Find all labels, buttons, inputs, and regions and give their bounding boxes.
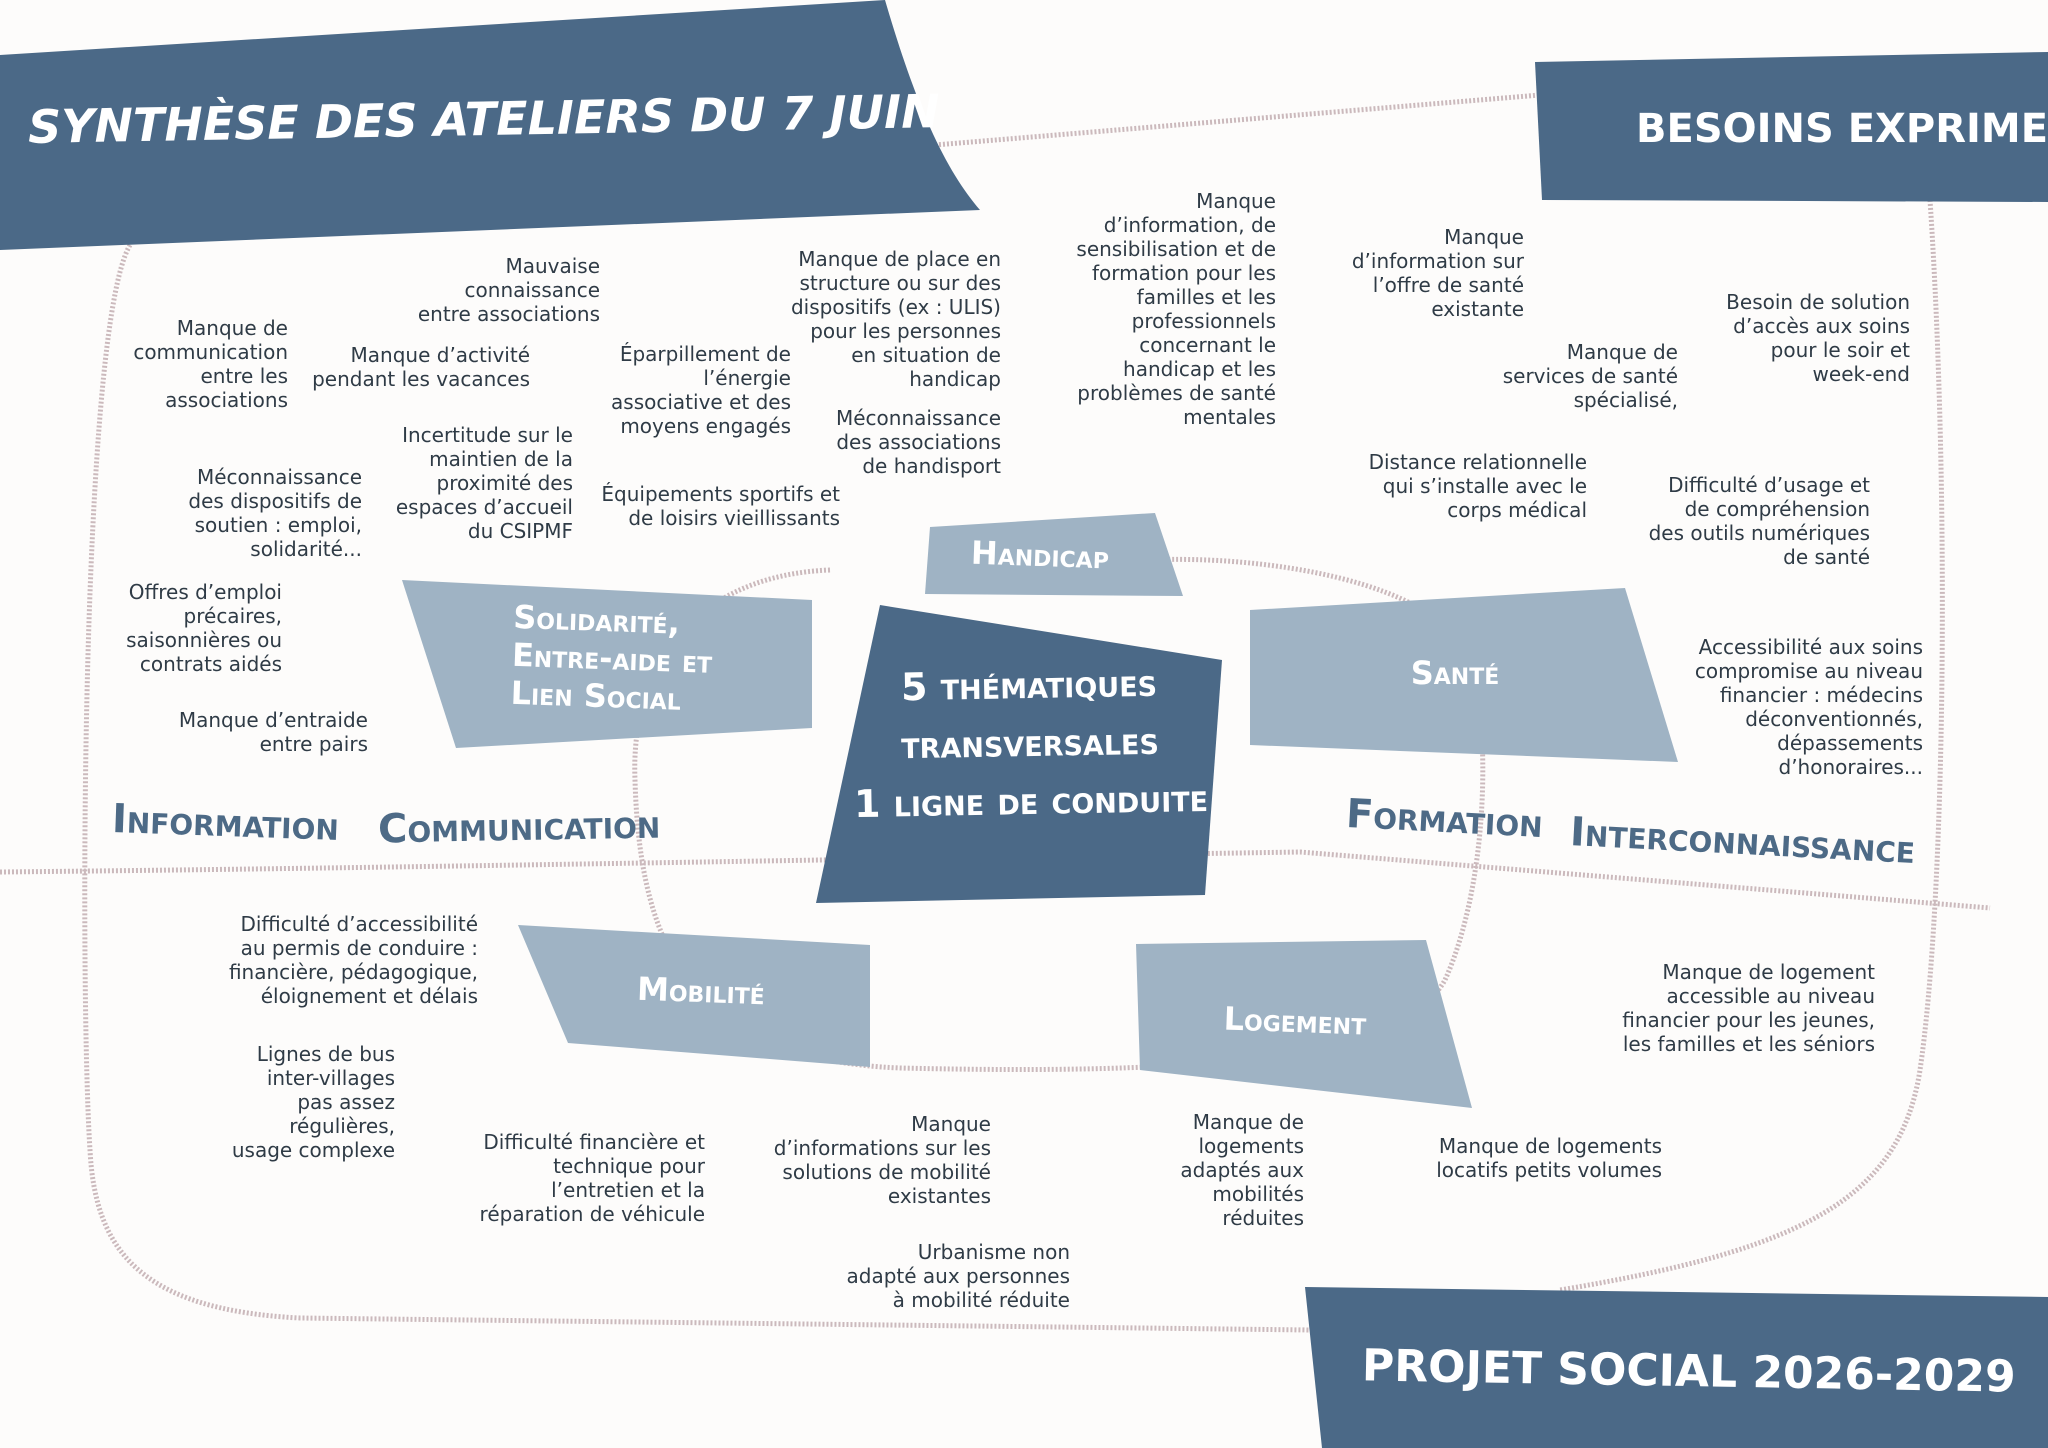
- note-manque-entraide: Manque d’entraide entre pairs: [178, 708, 368, 756]
- mobilite-shape: [518, 925, 870, 1067]
- note-soins-soir: Besoin de solution d’accès aux soins pou…: [1726, 290, 1910, 386]
- center-line-1: 5 thématiques: [900, 660, 1158, 710]
- note-services-specialises: Manque de services de santé spécialisé,: [1502, 340, 1678, 412]
- theme-mobilite: Mobilité: [636, 969, 766, 1013]
- note-equipements: Équipements sportifs et de loisirs vieil…: [601, 482, 840, 530]
- needs-banner: [1535, 52, 2048, 202]
- handicap-shape: [925, 513, 1183, 596]
- theme-sante: Santé: [1410, 654, 1500, 692]
- note-manque-activite: Manque d’activité pendant les vacances: [312, 343, 530, 391]
- project-banner: [1305, 1287, 2048, 1448]
- note-offres-emploi: Offres d’emploi précaires, saisonnières …: [126, 580, 282, 676]
- title-banner: [0, 0, 980, 250]
- theme-logement: Logement: [1223, 999, 1367, 1043]
- sante-shape: [1250, 588, 1678, 762]
- note-outils-numeriques: Difficulté d’usage et de compréhension d…: [1648, 473, 1870, 569]
- solidarite-shape: [402, 580, 812, 748]
- note-offre-sante: Manque d’information sur l’offre de sant…: [1351, 225, 1524, 321]
- note-meconnaissance-handisport: Méconnaissance des associations de handi…: [835, 406, 1001, 478]
- note-manque-communication: Manque de communication entre les associ…: [133, 316, 288, 412]
- keyword-information: Information: [111, 796, 340, 850]
- note-logements-locatifs: Manque de logements locatifs petits volu…: [1436, 1134, 1662, 1182]
- note-solutions-mobilite: Manque d’informations sur les solutions …: [773, 1112, 991, 1208]
- center-box: [816, 605, 1222, 903]
- theme-solidarite: Solidarité, Entre-aide et Lien Social: [510, 597, 713, 718]
- note-distance-relationnelle: Distance relationnelle qui s’installe av…: [1368, 450, 1587, 522]
- note-incertitude: Incertitude sur le maintien de la proxim…: [395, 423, 573, 543]
- needs-title: BESOINS EXPRIMES: [1636, 106, 2048, 152]
- note-manque-place: Manque de place en structure ou sur des …: [790, 247, 1001, 391]
- center-line-3: 1 ligne de conduite: [853, 775, 1209, 827]
- note-permis-conduire: Difficulté d’accessibilité au permis de …: [228, 912, 478, 1008]
- note-accessibilite-soins: Accessibilité aux soins compromise au ni…: [1694, 635, 1923, 779]
- note-difficulte-financiere: Difficulté financière et technique pour …: [479, 1130, 705, 1226]
- theme-handicap: Handicap: [970, 533, 1110, 577]
- note-manque-information-handicap: Manque d’information, de sensibilisation…: [1076, 189, 1276, 429]
- note-meconnaissance-dispositifs: Méconnaissance des dispositifs de soutie…: [188, 465, 362, 561]
- center-line-2: transversales: [900, 718, 1160, 768]
- logement-shape: [1136, 940, 1472, 1108]
- note-eparpillement: Éparpillement de l’énergie associative e…: [611, 342, 791, 438]
- center-label: 5 thématiques transversales 1 ligne de c…: [829, 653, 1232, 834]
- note-logements-adaptes: Manque de logements adaptés aux mobilité…: [1180, 1110, 1304, 1230]
- note-lignes-bus: Lignes de bus inter-villages pas assez r…: [231, 1042, 395, 1162]
- keyword-communication: Communication: [377, 801, 661, 853]
- note-mauvaise-connaissance: Mauvaise connaissance entre associations: [417, 254, 600, 326]
- note-urbanisme: Urbanisme non adapté aux personnes à mob…: [846, 1240, 1071, 1312]
- note-logement-accessible: Manque de logement accessible au niveau …: [1622, 960, 1875, 1056]
